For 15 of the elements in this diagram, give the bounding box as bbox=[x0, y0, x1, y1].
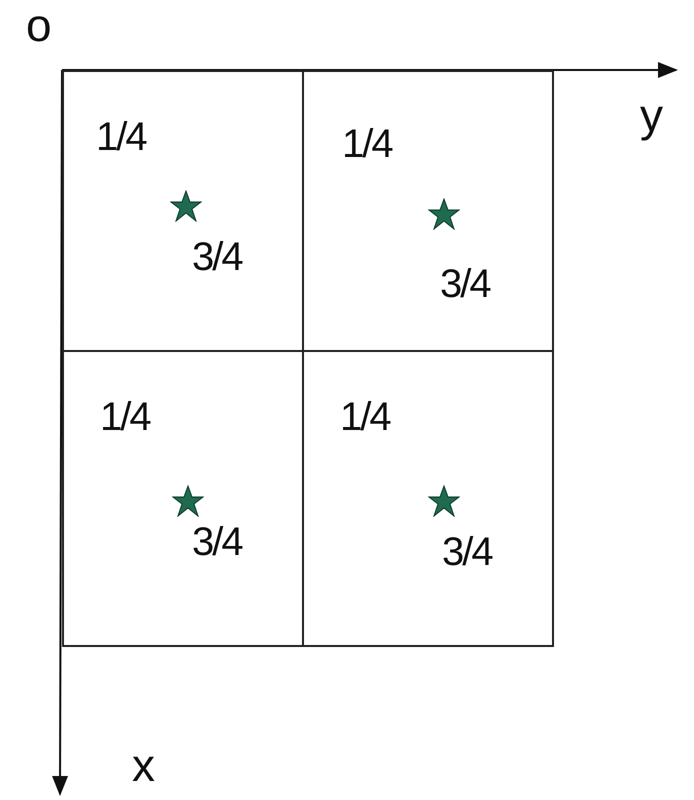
grid-cell bbox=[62, 350, 304, 647]
fraction-label: 1/4 bbox=[342, 124, 392, 164]
fraction-label: 3/4 bbox=[440, 264, 490, 304]
grid-cell bbox=[302, 70, 554, 352]
axis-label: y bbox=[640, 92, 663, 138]
fraction-label: 1/4 bbox=[340, 397, 390, 437]
axis-label: x bbox=[132, 742, 155, 788]
fraction-label: 1/4 bbox=[100, 397, 150, 437]
grid-cell bbox=[62, 70, 304, 352]
fraction-label: 3/4 bbox=[192, 237, 242, 277]
axis-origin-label: o bbox=[26, 2, 52, 48]
grid-cell bbox=[302, 350, 554, 647]
fraction-label: 3/4 bbox=[192, 522, 242, 562]
fraction-label: 3/4 bbox=[442, 532, 492, 572]
fraction-label: 1/4 bbox=[96, 117, 146, 157]
